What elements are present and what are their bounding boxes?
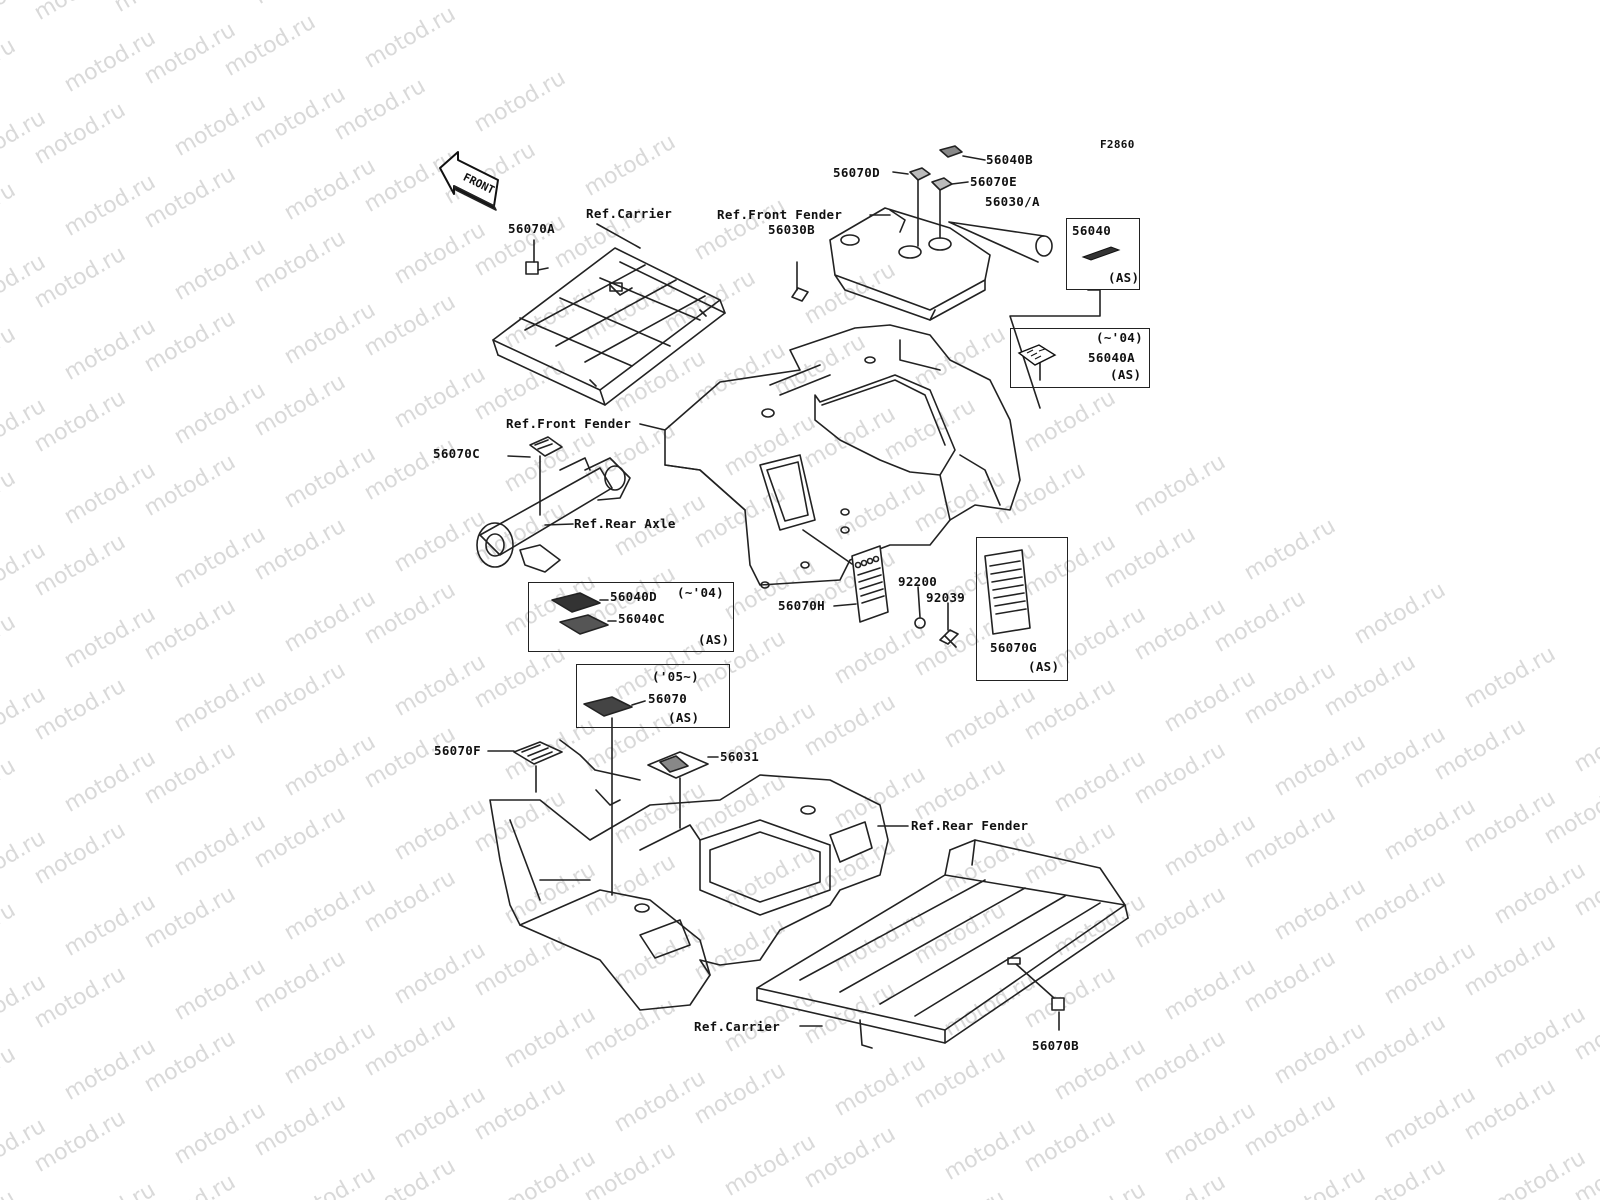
label-56040D[interactable]: 56040D	[610, 589, 657, 604]
decal-56040A-icon	[1017, 344, 1057, 366]
washer-92200-icon	[914, 617, 926, 629]
label-ref-carrier-top[interactable]: Ref.Carrier	[586, 206, 673, 221]
label-56040C-as: (AS)	[698, 632, 730, 647]
lower-carrier-rack	[756, 839, 1129, 1049]
label-56040A-note: (~'04)	[1096, 330, 1143, 345]
box-56070	[576, 664, 730, 728]
decal-56070E-icon	[931, 177, 953, 191]
label-56040B[interactable]: 56040B	[986, 152, 1033, 167]
label-ref-front-fender-mid[interactable]: Ref.Front Fender	[506, 416, 632, 431]
label-56070[interactable]: 56070	[648, 691, 688, 706]
decal-56070D-icon	[909, 167, 931, 181]
figure-code: F2860	[1100, 138, 1135, 151]
label-ref-rear-axle[interactable]: Ref.Rear Axle	[574, 516, 676, 531]
label-56070-note: ('05~)	[652, 669, 699, 684]
rear-fender	[489, 739, 889, 1011]
bolt-92039-icon	[939, 629, 959, 648]
decal-56070A-icon	[525, 261, 539, 275]
decal-56040B-icon	[939, 145, 963, 158]
label-ref-rear-fender[interactable]: Ref.Rear Fender	[911, 818, 1029, 833]
label-56070E[interactable]: 56070E	[970, 174, 1017, 189]
decal-56040C-icon	[559, 614, 609, 635]
label-56070A[interactable]: 56070A	[508, 221, 555, 236]
label-56070F[interactable]: 56070F	[434, 743, 481, 758]
decal-56070F-icon	[513, 741, 563, 765]
box-56040A	[1010, 328, 1150, 388]
decal-56040D-icon	[551, 592, 601, 613]
label-56070-as: (AS)	[668, 710, 700, 725]
front-fender-main	[664, 324, 1021, 589]
label-92200[interactable]: 92200	[898, 574, 938, 589]
decal-56031-icon	[647, 751, 709, 779]
decal-56070H-icon	[851, 545, 889, 623]
label-56030B[interactable]: 56030B	[768, 222, 815, 237]
label-56070C[interactable]: 56070C	[433, 446, 480, 461]
label-56040A[interactable]: 56040A	[1088, 350, 1135, 365]
box-56070G	[976, 537, 1068, 681]
label-56070D[interactable]: 56070D	[833, 165, 880, 180]
box-56040D-56040C	[528, 582, 734, 652]
label-56040A-as: (AS)	[1110, 367, 1142, 382]
label-ref-front-fender-top[interactable]: Ref.Front Fender	[717, 207, 843, 222]
rear-axle	[476, 457, 631, 573]
label-92039[interactable]: 92039	[926, 590, 966, 605]
label-56070G[interactable]: 56070G	[990, 640, 1037, 655]
label-56070H[interactable]: 56070H	[778, 598, 825, 613]
decal-56030B-icon	[791, 287, 809, 302]
label-56040[interactable]: 56040	[1072, 223, 1112, 238]
label-56040-as: (AS)	[1108, 270, 1140, 285]
label-56040D-note: (~'04)	[677, 585, 724, 600]
decal-56030A-icon	[1035, 235, 1053, 257]
decal-56070B-icon	[1051, 997, 1065, 1011]
label-56040C[interactable]: 56040C	[618, 611, 665, 626]
label-56070B[interactable]: 56070B	[1032, 1038, 1079, 1053]
decal-56070-icon	[583, 696, 633, 717]
upper-carrier-rack	[492, 247, 726, 406]
decal-56070G-icon	[984, 549, 1031, 635]
label-56030A[interactable]: 56030/A	[985, 194, 1040, 209]
label-ref-carrier-bottom[interactable]: Ref.Carrier	[694, 1019, 781, 1034]
box-56040	[1066, 218, 1140, 290]
decal-56040-icon	[1081, 246, 1121, 261]
front-fender-upper-part	[829, 207, 991, 321]
front-arrow-icon: FRONT	[439, 151, 499, 211]
label-56031[interactable]: 56031	[720, 749, 760, 764]
label-56070G-as: (AS)	[1028, 659, 1060, 674]
